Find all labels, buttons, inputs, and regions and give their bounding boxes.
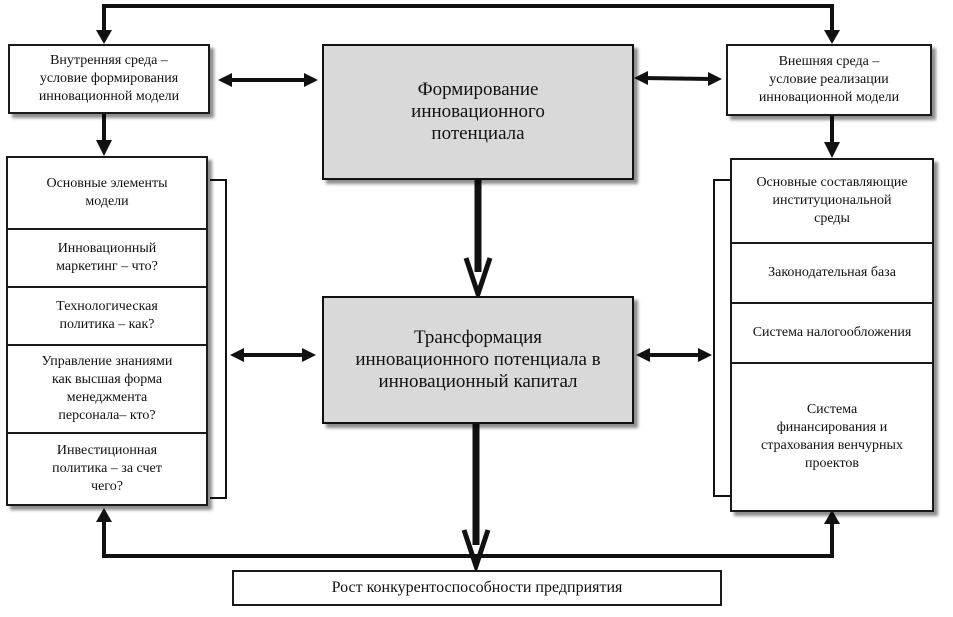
right-item: Система финансирования и страхования вен… <box>761 402 903 471</box>
bottom-right-arrowhead <box>824 510 840 524</box>
bottom-result-text: Рост конкурентоспособности предприятия <box>331 579 623 596</box>
bottom-left-arrowhead <box>96 508 112 522</box>
center-mid-box: Трансформация инновационного потенциала … <box>322 296 634 424</box>
left-item: Основные элементы модели <box>8 158 206 230</box>
right-header-text: Внешняя среда – условие реализации иннов… <box>758 54 900 105</box>
bottom-loop-line <box>102 520 834 558</box>
left-header-box: Внутренняя среда – условие формирования … <box>8 44 210 114</box>
right-item: Законодательная база <box>732 244 932 304</box>
top-right-arrowhead <box>824 30 840 44</box>
right-top-double-arrow <box>641 76 713 81</box>
left-stack: Основные элементы модели Инновационный м… <box>6 156 208 506</box>
right-bracket <box>713 179 730 497</box>
left-item: Технологическая политика – как? <box>8 288 206 346</box>
right-stack: Основные составляющие институциональной … <box>730 158 934 512</box>
left-item: Инновационный маркетинг – что? <box>8 230 206 288</box>
left-header-text: Внутренняя среда – условие формирования … <box>38 53 180 104</box>
top-left-arrowhead <box>96 30 112 44</box>
center-down-arrowhead-1 <box>463 257 493 302</box>
left-item: Инвестиционная политика – за счет чего? <box>52 443 162 494</box>
right-header-down-arrowhead <box>824 142 840 158</box>
right-item: Основные составляющие институциональной … <box>732 160 932 244</box>
center-top-box: Формирование инновационного потенциала <box>322 44 634 180</box>
center-top-text: Формирование инновационного потенциала <box>411 79 545 144</box>
left-header-down-arrowhead <box>96 140 112 156</box>
center-down-arrowhead-2 <box>461 529 491 574</box>
center-mid-text: Трансформация инновационного потенциала … <box>355 327 601 392</box>
left-bracket <box>210 179 227 499</box>
right-header-box: Внешняя среда – условие реализации иннов… <box>726 44 932 116</box>
left-item: Управление знаниями как высшая форма мен… <box>8 346 206 434</box>
bottom-result-box: Рост конкурентоспособности предприятия <box>232 570 722 606</box>
top-loop-line <box>102 4 834 40</box>
right-item: Система налогообложения <box>732 304 932 364</box>
